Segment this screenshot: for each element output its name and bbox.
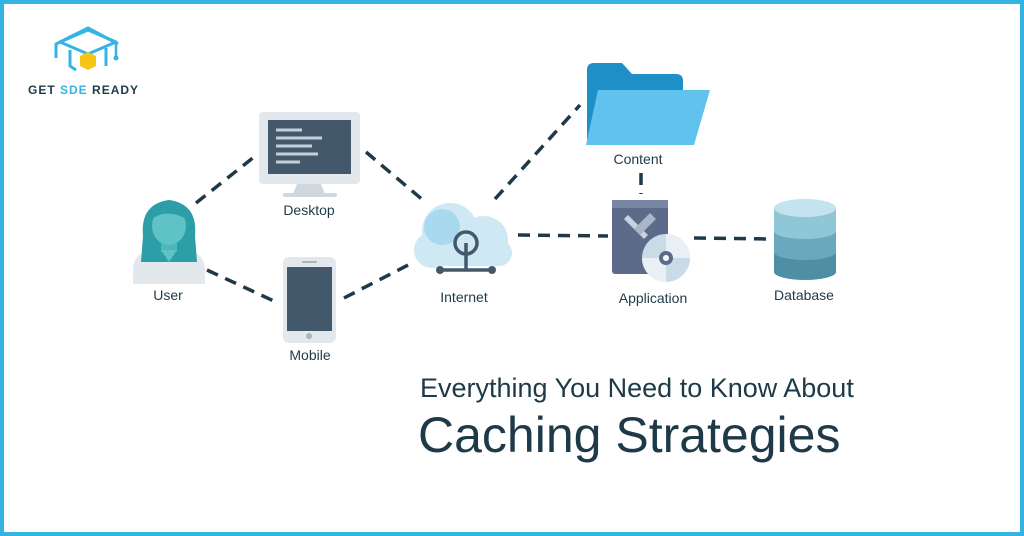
brand-name: GET SDE READY <box>28 83 139 97</box>
title-line-2: Caching Strategies <box>418 407 840 463</box>
database-icon <box>774 199 836 280</box>
content-node: Content <box>586 63 710 167</box>
internet-node: Internet <box>414 203 512 305</box>
content-label: Content <box>613 151 662 167</box>
application-label: Application <box>619 290 688 306</box>
connector-application-database <box>693 236 771 241</box>
connector-internet-application <box>517 233 609 238</box>
desktop-monitor-icon <box>259 112 360 197</box>
user-node: User <box>133 200 205 303</box>
connector-mobile-internet <box>343 260 415 300</box>
user-label: User <box>153 287 183 303</box>
connector-user-mobile <box>206 268 277 304</box>
cloud-network-icon <box>414 203 512 274</box>
connector-internet-content <box>493 103 582 201</box>
database-label: Database <box>774 287 834 303</box>
brand-logo: GET SDE READY <box>28 26 139 97</box>
desktop-node: Desktop <box>259 112 360 218</box>
mobile-node: Mobile <box>283 257 336 363</box>
application-settings-icon <box>612 200 690 282</box>
connector-desktop-internet <box>364 150 426 203</box>
mobile-phone-icon <box>283 257 336 343</box>
user-icon <box>133 200 205 284</box>
database-node: Database <box>774 199 836 303</box>
mobile-label: Mobile <box>289 347 330 363</box>
desktop-label: Desktop <box>283 202 335 218</box>
title-line-1: Everything You Need to Know About <box>420 373 854 403</box>
folder-icon <box>586 63 710 145</box>
connector-user-desktop <box>194 155 256 205</box>
application-node: Application <box>612 200 690 306</box>
graduation-cap-house-icon <box>54 26 119 72</box>
internet-label: Internet <box>440 289 488 305</box>
